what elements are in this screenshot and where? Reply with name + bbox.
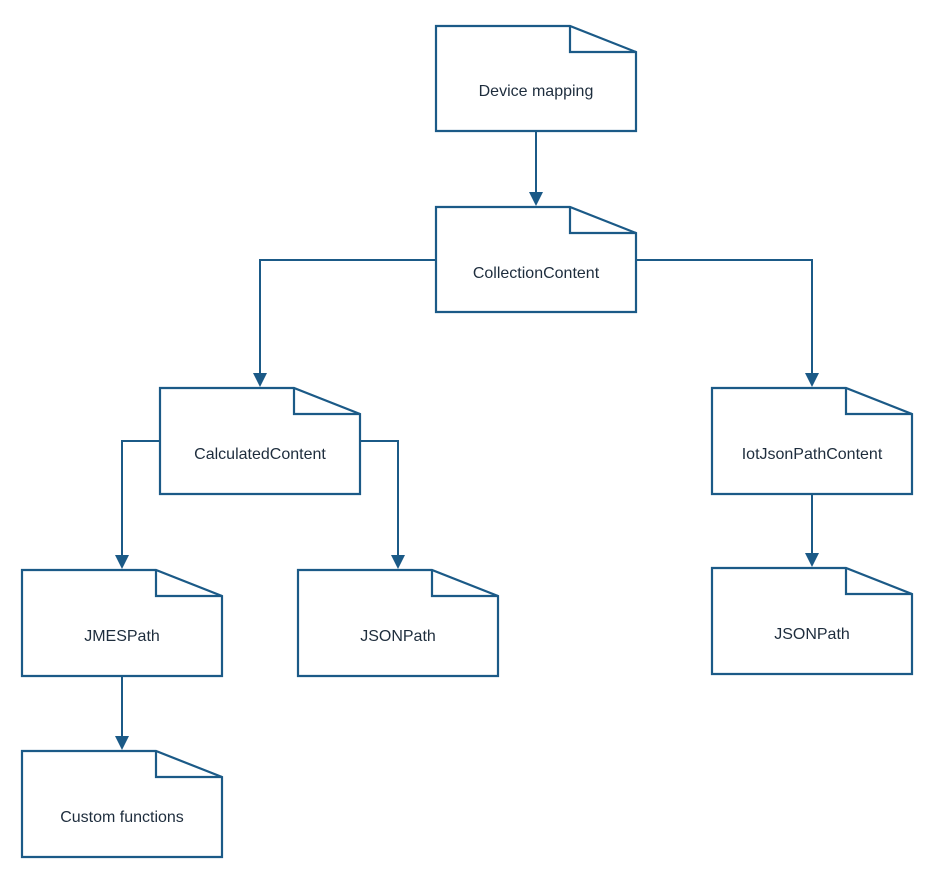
edge-collection-content-to-calculated-content (253, 259, 436, 387)
node-device-mapping: Device mapping (434, 24, 638, 133)
node-collection-content: CollectionContent (434, 205, 638, 314)
edge-jmespath-to-custom-functions (115, 676, 129, 750)
node-jsonpath-iot: JSONPath (710, 566, 914, 676)
edge-calculated-content-to-jmespath (115, 440, 160, 569)
node-label-jsonpath-iot: JSONPath (774, 626, 850, 643)
node-label-jsonpath-calculated: JSONPath (360, 628, 436, 645)
node-label-custom-functions: Custom functions (60, 809, 184, 826)
node-label-collection-content: CollectionContent (473, 265, 600, 282)
node-custom-functions: Custom functions (20, 749, 224, 859)
node-label-device-mapping: Device mapping (479, 83, 594, 100)
edge-iot-json-path-content-to-jsonpath (805, 494, 819, 567)
node-label-jmespath: JMESPath (84, 628, 160, 645)
edge-device-mapping-to-collection-content (529, 132, 543, 206)
node-jmespath: JMESPath (20, 568, 224, 678)
node-label-calculated-content: CalculatedContent (194, 446, 326, 463)
edge-collection-content-to-iot-json-path-content (636, 259, 819, 387)
node-label-iot-json-path-content: IotJsonPathContent (742, 446, 883, 463)
connectors (115, 132, 819, 750)
node-calculated-content: CalculatedContent (158, 386, 362, 496)
edge-calculated-content-to-jsonpath (360, 440, 405, 569)
node-jsonpath-calculated: JSONPath (296, 568, 500, 678)
node-iot-json-path-content: IotJsonPathContent (710, 386, 914, 496)
